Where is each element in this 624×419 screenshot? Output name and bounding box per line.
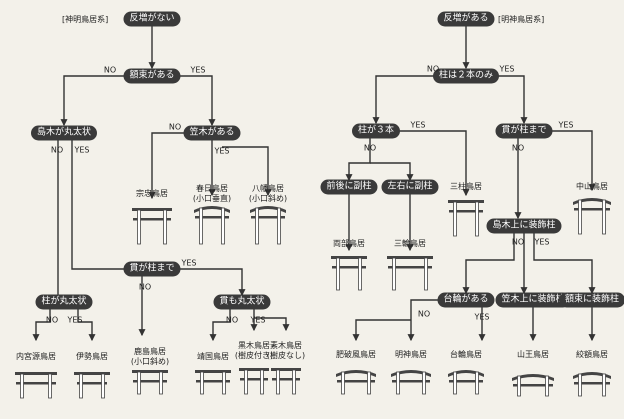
edge-label-no: NO (103, 65, 117, 75)
flow-edge-15 (536, 130, 596, 192)
node-shimaki-round: 島木が丸太状 (30, 125, 98, 141)
edge-label-no: NO (45, 315, 59, 325)
node-nuki-made-left: 貫が柱まで (123, 261, 181, 277)
flow-edge-6 (50, 140, 59, 302)
flow-edge-22 (209, 309, 231, 342)
flow-edge-7 (71, 140, 138, 273)
myojin-system-label: [明神鳥居系] (498, 15, 545, 24)
leaf-yasukuni: 靖国鳥居 (197, 352, 229, 361)
node-sori: 反増がある (437, 11, 495, 27)
torii-icon (74, 372, 110, 399)
torii-icon (239, 368, 269, 395)
node-nuki-made-right: 貫が柱まで (495, 123, 553, 139)
torii-icon (448, 370, 484, 395)
node-shimaki-kazari: 島木上に装飾柱 (486, 218, 562, 234)
node-hashira-2: 柱は２本のみ (432, 68, 500, 84)
leaf-nakayama: 中山鳥居 (576, 182, 608, 191)
flow-edge-11 (345, 138, 371, 182)
edge-label-yes: YES (190, 65, 206, 75)
node-kanuki-round: 貫も丸太状 (213, 294, 271, 310)
edge-label-yes: YES (410, 120, 426, 130)
flow-edge-17 (168, 268, 246, 297)
edge-label-no: NO (50, 145, 64, 155)
leaf-kasuga: 春日鳥居(小口垂直) (192, 184, 232, 203)
torii-icon (573, 372, 611, 397)
edge-label-yes: YES (250, 315, 266, 325)
leaf-daiwa: 台輪鳥居 (450, 350, 482, 359)
leaf-ise: 伊勢鳥居 (76, 352, 108, 361)
edge-label-no: NO (138, 282, 152, 292)
edge-label-yes: YES (474, 312, 490, 322)
leaf-mitsubashira: 三柱鳥居 (450, 182, 482, 191)
leaf-myojin: 明神鳥居 (395, 350, 427, 359)
node-sayu-soebashira: 左右に副柱 (381, 179, 439, 195)
torii-icon (391, 370, 431, 395)
leaf-kinkyu: 絞額鳥居 (576, 350, 608, 359)
node-daiwa-ari: 台輪がある (437, 292, 495, 308)
edge-label-yes: YES (534, 237, 550, 247)
node-zengo-soebashira: 前後に副柱 (320, 179, 378, 195)
edge-label-no: NO (225, 315, 239, 325)
leaf-miwa: 三輪鳥居 (394, 239, 426, 248)
edge-label-yes: YES (499, 64, 515, 74)
torii-icon (194, 206, 230, 245)
flow-edge-24 (254, 317, 290, 332)
flow-edge-25 (462, 233, 515, 295)
edge-label-yes: YES (214, 146, 230, 156)
node-kinuki-ari: 額束がある (123, 68, 181, 84)
node-kasagi-kazari: 笠木上に装飾柱 (495, 292, 571, 308)
leaf-hachiman: 八幡鳥居(小口斜め) (248, 184, 288, 203)
torii-icon (387, 256, 433, 291)
flow-edge-2 (60, 75, 140, 127)
edge-label-no: NO (511, 237, 525, 247)
leaf-hizen: 肥破風鳥居 (336, 350, 376, 359)
torii-icon (15, 372, 57, 399)
flow-edge-27 (533, 233, 596, 295)
leaf-naiku: 内宮源鳥居 (16, 352, 56, 361)
edge-label-yes: YES (181, 258, 197, 268)
flow-edge-13 (388, 130, 470, 197)
torii-icon (132, 370, 168, 395)
edge-label-no: NO (417, 309, 431, 319)
torii-icon (331, 256, 367, 291)
flow-edge-12 (370, 162, 414, 182)
edge-label-yes: YES (558, 120, 574, 130)
torii-icon (250, 206, 286, 245)
flow-edge-10 (222, 146, 272, 197)
edge-label-yes: YES (74, 145, 90, 155)
edge-label-no: NO (426, 64, 440, 74)
leaf-sotoba: 宗忠鳥居 (136, 189, 168, 198)
node-hashira-3: 柱が３本 (351, 123, 401, 139)
leaf-ryobu: 両部鳥居 (333, 239, 365, 248)
node-no-sori: 反増がない (123, 11, 181, 27)
edge-label-no: NO (168, 122, 182, 132)
node-hashira-round: 柱が丸太状 (35, 294, 93, 310)
shinmei-system-label: [神明鳥居系] (62, 15, 109, 24)
torii-icon (132, 208, 172, 245)
edge-label-no: NO (511, 143, 525, 153)
torii-icon (336, 370, 376, 395)
flow-edge-32 (352, 319, 411, 342)
torii-icon (448, 200, 484, 237)
torii-icon (512, 374, 554, 397)
torii-icon (195, 370, 231, 395)
leaf-kuroki: 黒木鳥居(樹皮付き) (234, 341, 274, 360)
leaf-kashima: 鹿島鳥居(小口斜め) (130, 347, 170, 366)
node-kasagi-ari: 笠木がある (183, 125, 241, 141)
node-gakuzuka-kazari: 額束に装飾柱 (558, 292, 624, 308)
edge-label-yes: YES (67, 315, 83, 325)
flow-edge-4 (372, 75, 454, 125)
leaf-shiraki: 素木鳥居(樹皮なし) (266, 341, 306, 360)
torii-icon (573, 198, 611, 235)
flow-edge-20 (32, 309, 51, 342)
edge-label-no: NO (363, 143, 377, 153)
flow-edge-21 (77, 309, 96, 342)
torii-icon (271, 368, 301, 395)
leaf-sanno: 山王鳥居 (517, 350, 549, 359)
